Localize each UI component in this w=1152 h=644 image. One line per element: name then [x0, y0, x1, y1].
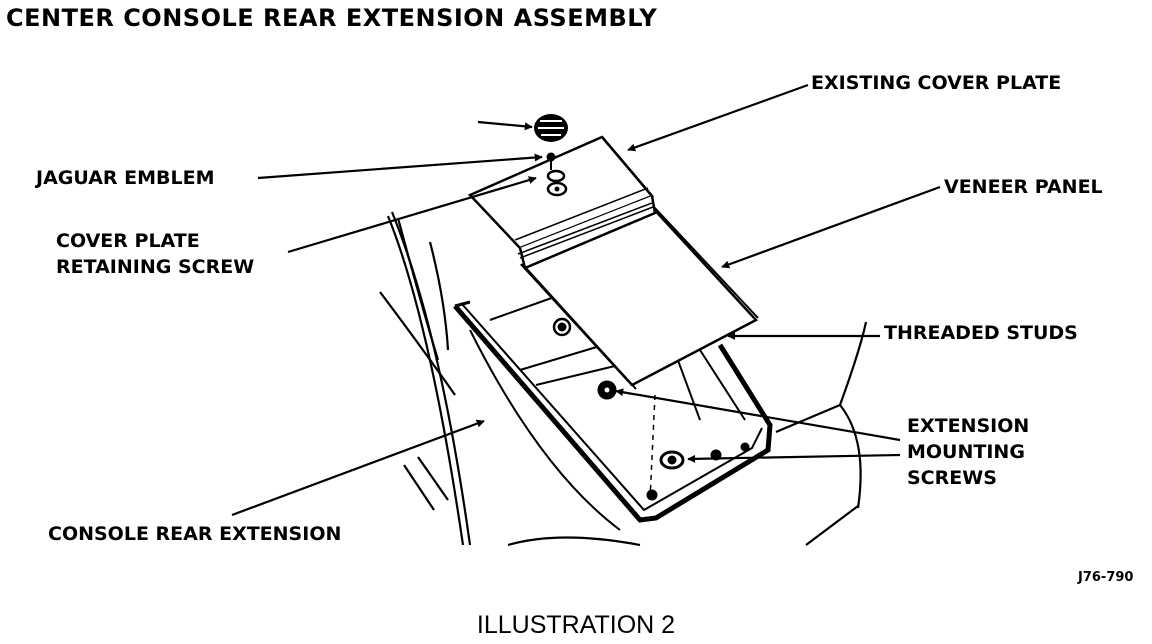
label-cover-plate-retaining-screw: COVER PLATE RETAINING SCREW: [56, 228, 254, 280]
label-line: EXTENSION: [907, 415, 1030, 437]
illustration-caption: ILLUSTRATION 2: [476, 611, 676, 639]
label-jaguar-emblem: JAGUAR EMBLEM: [36, 167, 215, 189]
label-line: SCREWS: [907, 467, 997, 489]
label-console-rear-extension: CONSOLE REAR EXTENSION: [48, 523, 342, 545]
existing-cover-plate: [467, 135, 657, 270]
label-veneer-panel: VENEER PANEL: [944, 176, 1103, 198]
label-line: RETAINING SCREW: [56, 256, 255, 278]
label-existing-cover-plate: EXISTING COVER PLATE: [811, 72, 1062, 94]
jaguar-emblem-icon: [534, 114, 568, 142]
label-extension-mounting-screws: EXTENSION MOUNTING SCREWS: [907, 413, 1029, 491]
diagram-title: CENTER CONSOLE REAR EXTENSION ASSEMBLY: [6, 4, 658, 32]
label-threaded-studs: THREADED STUDS: [884, 322, 1078, 344]
leader-lines: [231, 83, 941, 517]
console-body: [379, 211, 868, 547]
label-line: COVER PLATE: [56, 230, 200, 252]
label-line: MOUNTING: [907, 441, 1025, 463]
retaining-screw-icon: [546, 152, 568, 197]
figure-id: J76-790: [1078, 570, 1134, 585]
mounting-hardware: [552, 317, 750, 501]
console-rear-extension: [453, 294, 773, 531]
